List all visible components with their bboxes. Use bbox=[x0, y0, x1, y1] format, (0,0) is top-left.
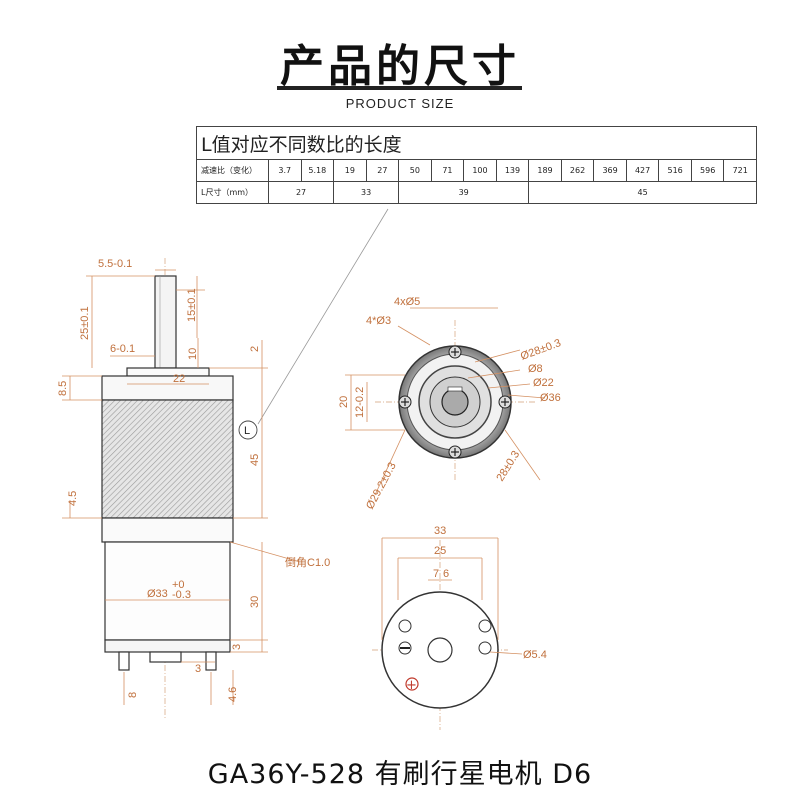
l-marker-text: L bbox=[244, 425, 250, 437]
dim-hole-diameter: Ø5.4 bbox=[523, 649, 547, 661]
length-row: L尺寸（mm） 27 33 39 45 bbox=[196, 181, 757, 204]
front-screw-holes bbox=[398, 345, 512, 459]
dim-flat-length: 15±0.1 bbox=[186, 288, 198, 322]
rear-hole-tr bbox=[478, 619, 492, 633]
page-title: 产品的尺寸 bbox=[280, 41, 520, 92]
dim-flange-height: 8.5 bbox=[57, 381, 69, 396]
front-shaft-end bbox=[441, 388, 469, 416]
rear-view: + 33 25 7 6 Ø5.4 bbox=[372, 525, 547, 730]
dim-width-25: 25 bbox=[434, 545, 446, 557]
dim-width-7: 7 bbox=[433, 568, 439, 580]
dim-mount-holes: 4*Ø3 bbox=[366, 315, 391, 327]
length-cell: 33 bbox=[333, 181, 400, 204]
dim-bore: Ø8 bbox=[528, 363, 543, 375]
terminal-left bbox=[118, 651, 130, 671]
l-leader-line bbox=[257, 208, 389, 425]
dim-shaft-length: 25±0.1 bbox=[79, 306, 91, 340]
dim-hole-span: 28±0.3 bbox=[494, 449, 522, 484]
l-marker-circle bbox=[238, 420, 258, 440]
front-view: 4xØ5 4*Ø3 Ø28±0.3 Ø8 Ø22 Ø36 20 12-0.2 Ø… bbox=[338, 296, 563, 511]
dim-gearbox-marker: 4.5 bbox=[67, 491, 79, 506]
dim-pcd-outer: Ø29.2±0.3 bbox=[364, 460, 399, 511]
table-heading-row: L值对应不同数比的长度 bbox=[196, 126, 757, 160]
length-cell: 45 bbox=[528, 181, 757, 204]
output-shaft bbox=[154, 275, 177, 369]
gearbox-body bbox=[101, 399, 234, 519]
dim-holes: 4xØ5 bbox=[394, 296, 420, 308]
dim-width-33: 33 bbox=[434, 525, 446, 537]
gearbox-flange bbox=[101, 375, 234, 401]
ratio-length-table: L值对应不同数比的长度 减速比（变化） 3.7 5.18 19 27 50 71… bbox=[196, 126, 757, 204]
dim-chamfer: 倒角C1.0 bbox=[285, 556, 330, 569]
dim-collar: 2 bbox=[249, 346, 261, 352]
dim-terminal-spacing: 8 bbox=[127, 692, 139, 698]
dim-flat-offset: 10 bbox=[187, 348, 199, 360]
page-subtitle: PRODUCT SIZE bbox=[345, 96, 455, 111]
dim-width-6: 6 bbox=[443, 568, 449, 580]
rear-bushing bbox=[149, 651, 182, 663]
title-underline bbox=[277, 86, 522, 90]
shaft-flat bbox=[447, 386, 463, 392]
dim-terminal-width: 3 bbox=[195, 663, 201, 675]
dim-motor-tol-upper: +0 bbox=[172, 579, 185, 591]
terminal-right bbox=[205, 651, 217, 671]
dim-motor-diameter: Ø33 bbox=[147, 588, 168, 600]
ratio-row: 减速比（变化） 3.7 5.18 19 27 50 71 100 139 189… bbox=[196, 159, 757, 182]
plus-terminal-icon bbox=[405, 677, 419, 691]
dim-pcd-inner: Ø28±0.3 bbox=[519, 337, 563, 363]
rear-hole-mr bbox=[478, 641, 492, 655]
dim-boss: Ø22 bbox=[533, 377, 554, 389]
product-model-caption: GA36Y-528 有刷行星电机 D6 bbox=[207, 759, 593, 790]
rear-hole-tl bbox=[398, 619, 412, 633]
gearbox-ring bbox=[101, 517, 234, 543]
motor-end-cap bbox=[104, 639, 231, 653]
side-view: 5.5-0.1 25±0.1 15±0.1 6-0.1 10 2 22 8.5 … bbox=[57, 258, 330, 720]
dim-flat-width: 6-0.1 bbox=[110, 343, 135, 355]
dim-shaft-width: 5.5-0.1 bbox=[98, 258, 132, 270]
table-heading: L值对应不同数比的长度 bbox=[196, 126, 757, 160]
dim-boss-diameter: 22 bbox=[173, 373, 185, 385]
dim-height-12: 12-0.2 bbox=[354, 387, 366, 418]
motor-can bbox=[104, 541, 231, 641]
dim-motor-length: 30 bbox=[249, 596, 261, 608]
dim-terminal-length: 4.6 bbox=[227, 687, 239, 702]
dim-gearbox-length: 45 bbox=[249, 454, 261, 466]
dim-height-20: 20 bbox=[338, 396, 350, 408]
length-cell: 39 bbox=[398, 181, 530, 204]
dim-end-cap: 3 bbox=[231, 644, 243, 650]
dim-outer: Ø36 bbox=[540, 392, 561, 404]
dim-motor-tol-lower: -0.3 bbox=[172, 589, 191, 601]
shaft-collar bbox=[126, 367, 210, 377]
plus-symbol: + bbox=[406, 678, 417, 693]
rear-bushing-circle bbox=[427, 637, 453, 663]
